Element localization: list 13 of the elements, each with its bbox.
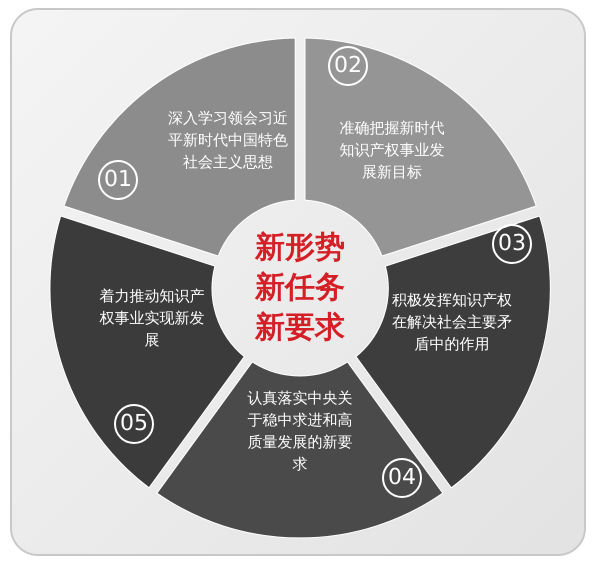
step-number: 02 xyxy=(328,46,368,86)
segment-text: 深入学习领会习近平新时代中国特色社会主义思想 xyxy=(168,108,288,173)
center-heading: 新形势 xyxy=(254,229,346,267)
step-number: 05 xyxy=(114,404,154,444)
step-number: 04 xyxy=(382,458,422,498)
segment-text: 积极发挥知识产权在解决社会主要矛盾中的作用 xyxy=(390,290,513,355)
segment-text: 着力推动知识产权事业实现新发展 xyxy=(98,286,206,351)
segment-text: 准确把握新时代知识产权事业发展新目标 xyxy=(338,118,446,183)
step-number: 03 xyxy=(492,224,532,264)
center-heading: 新要求 xyxy=(254,309,346,347)
step-number: 01 xyxy=(98,160,138,200)
center-heading: 新任务 xyxy=(254,269,346,307)
segment-text: 认真落实中央关于稳中求进和高质量发展的新要求 xyxy=(246,388,354,475)
